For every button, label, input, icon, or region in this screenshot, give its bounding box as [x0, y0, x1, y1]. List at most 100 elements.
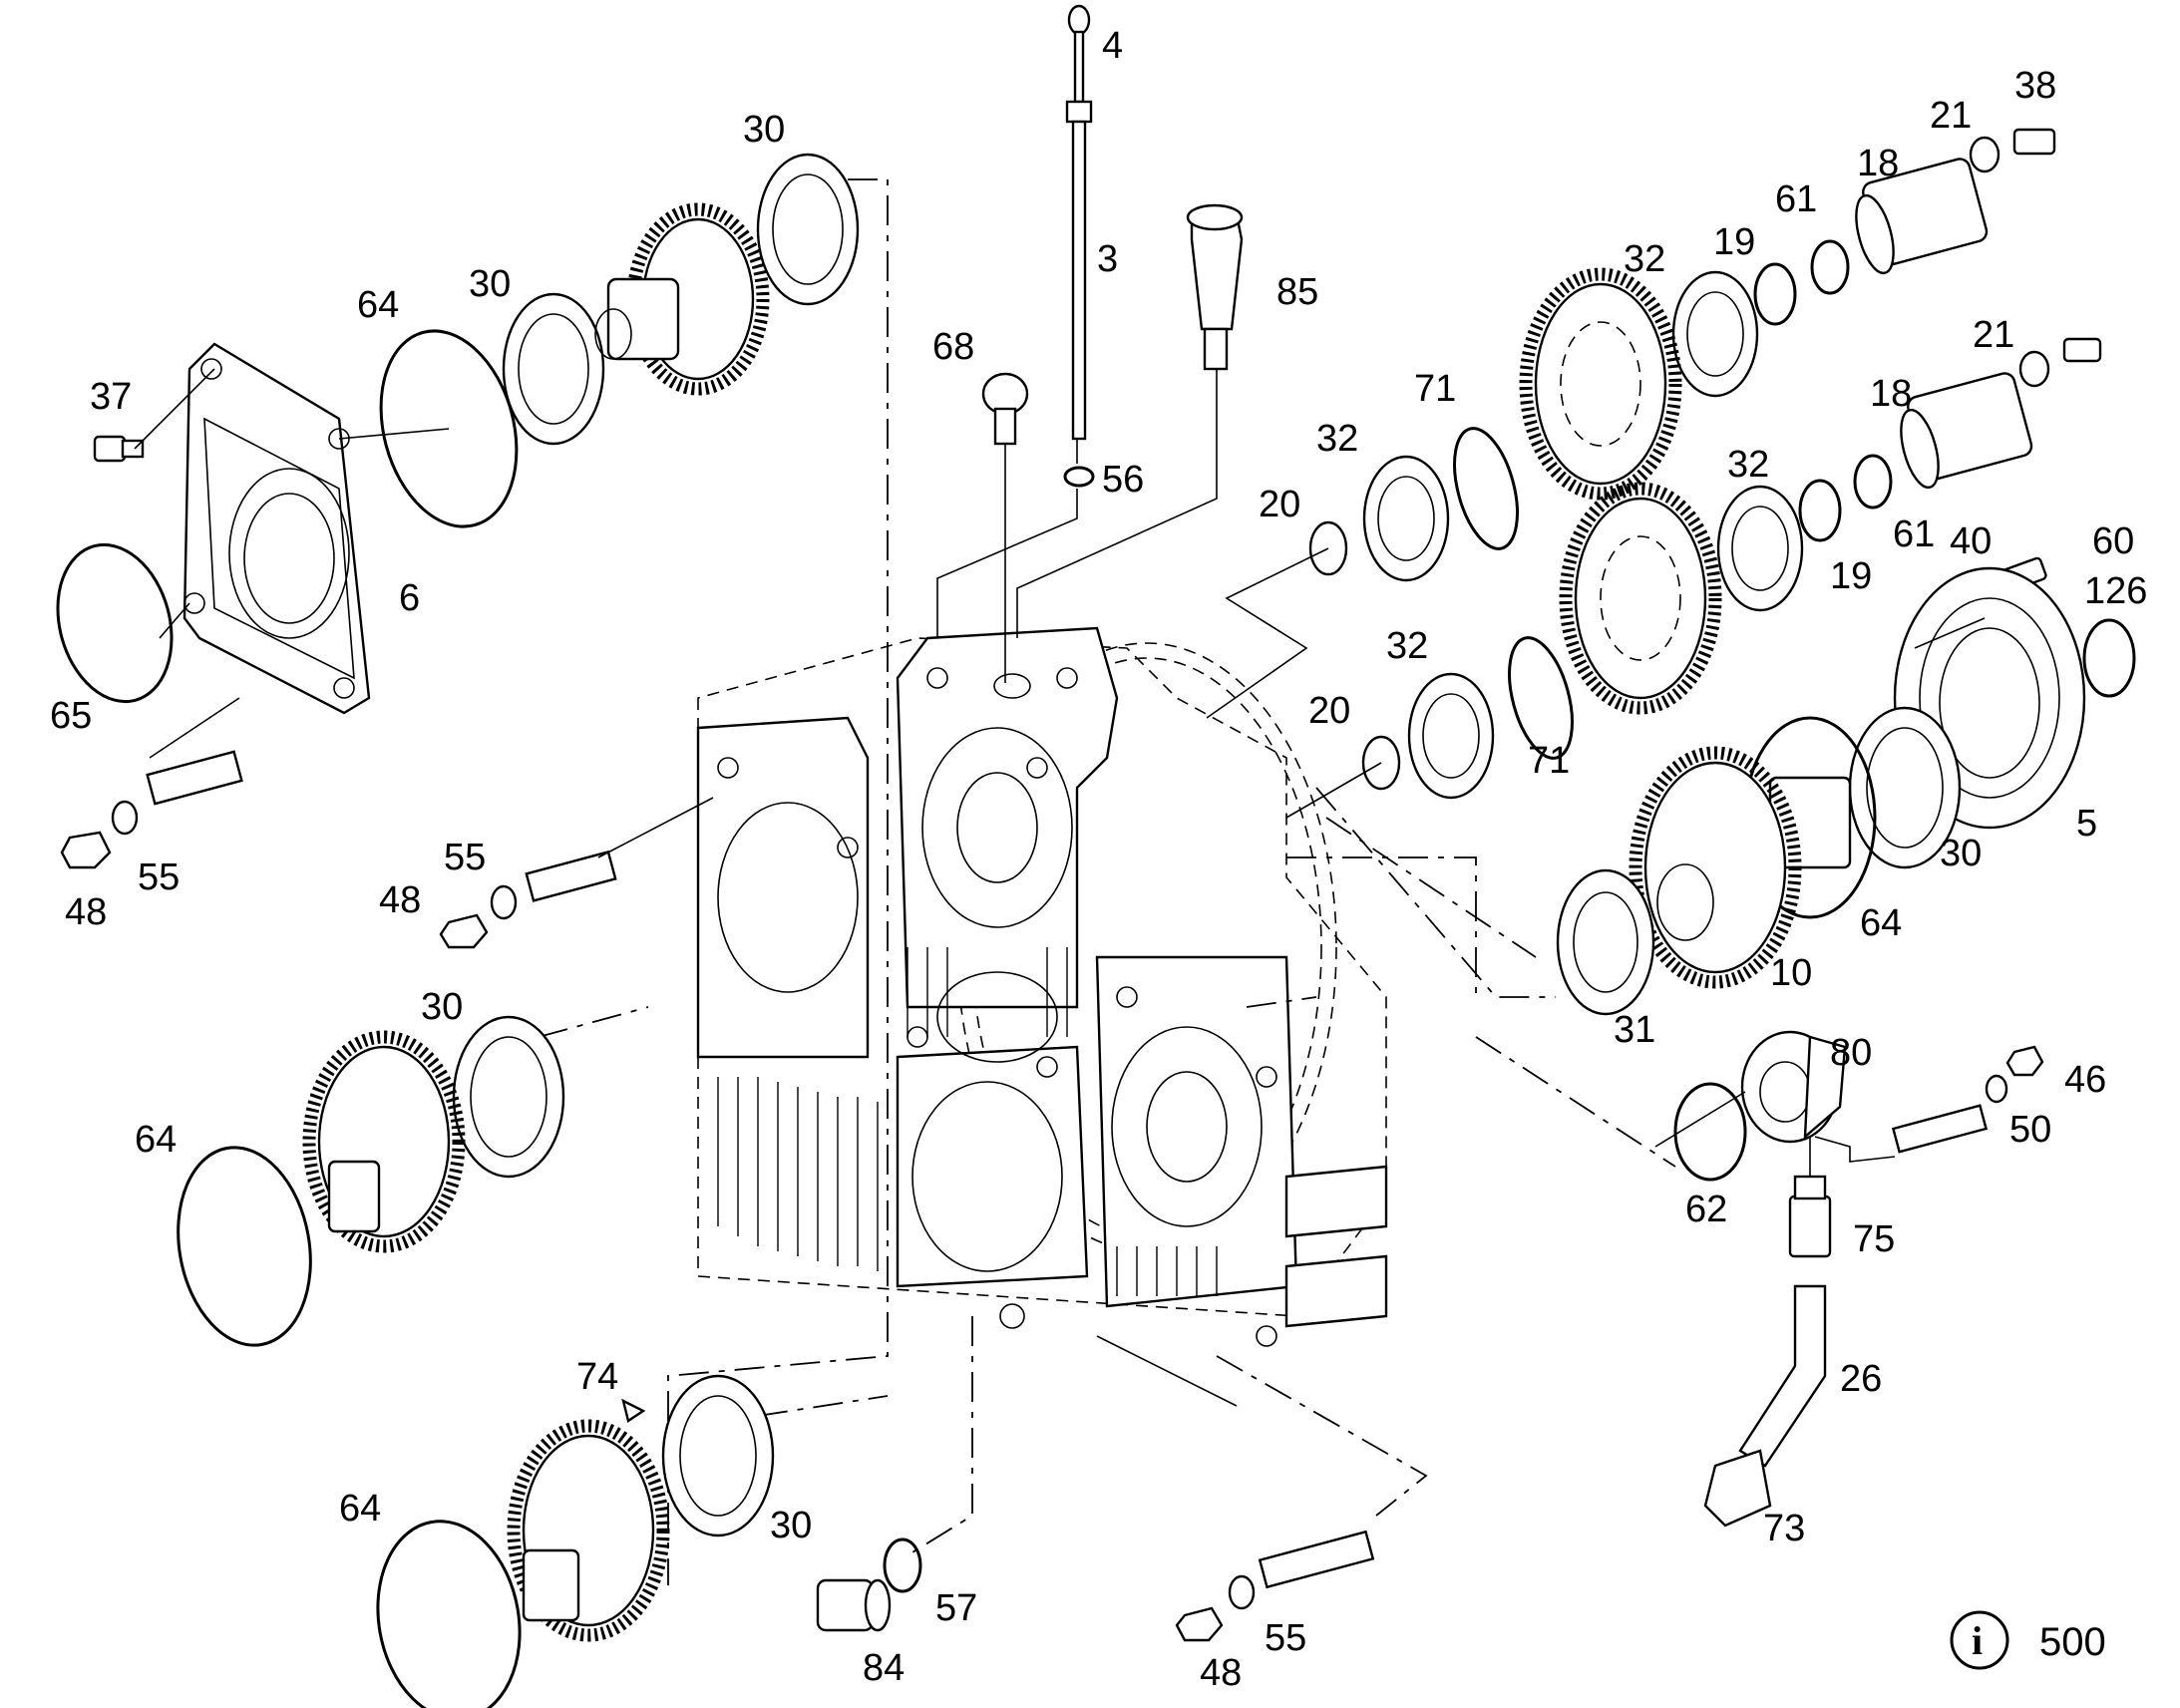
ring-19-top[interactable]	[1753, 262, 1797, 326]
callout-75: 75	[1853, 1218, 1895, 1260]
housing-80[interactable]	[1740, 1030, 1847, 1144]
bearing-cover-6[interactable]	[182, 342, 371, 715]
bearing-32-mid-right[interactable]	[1716, 485, 1804, 612]
callout-56: 56	[1102, 459, 1144, 501]
callout-48-bottom: 48	[1200, 1652, 1242, 1694]
bearing-32-top[interactable]	[1671, 270, 1759, 398]
stud-nut-48-55-bottom[interactable]	[1175, 1530, 1375, 1642]
ring-19-lower[interactable]	[1798, 479, 1842, 542]
piston-18-lower[interactable]	[1894, 371, 2033, 492]
callout-55-bottom: 55	[1265, 1617, 1306, 1659]
fitting-75[interactable]	[1788, 1175, 1832, 1258]
bearing-30-mid-left[interactable]	[452, 1015, 565, 1179]
callout-60: 60	[2092, 520, 2134, 562]
callout-19-lower: 19	[1830, 555, 1872, 597]
assembly-center-lines	[538, 178, 1676, 1585]
callout-31: 31	[1614, 1009, 1655, 1051]
info-icon-glyph: i	[1972, 1618, 1983, 1663]
callout-62: 62	[1685, 1189, 1727, 1230]
plug-38[interactable]	[2012, 128, 2056, 156]
callout-71-top: 71	[1414, 368, 1456, 410]
callout-19-top: 19	[1713, 221, 1755, 263]
washer-50[interactable]	[1985, 1074, 2008, 1104]
callout-26: 26	[1840, 1358, 1882, 1400]
bearing-32-upper-center[interactable]	[1362, 455, 1450, 582]
callout-68: 68	[932, 326, 974, 368]
callout-85: 85	[1276, 271, 1318, 313]
seal-ring-57[interactable]	[883, 1537, 922, 1593]
callout-40: 40	[1950, 520, 1992, 562]
o-ring-64-mid[interactable]	[164, 1137, 326, 1356]
callout-71-lower: 71	[1528, 740, 1570, 782]
ring-61-top[interactable]	[1810, 239, 1850, 295]
gearbox-housing	[696, 626, 1388, 1347]
info-reference[interactable]: i 500	[1950, 1610, 2106, 1670]
stud-nut-48-55-left[interactable]	[60, 750, 243, 869]
snap-ring-71-lower[interactable]	[1498, 631, 1584, 765]
bearing-31[interactable]	[1556, 868, 1655, 1016]
callout-3: 3	[1097, 238, 1118, 280]
gear-mid-right[interactable]	[1559, 482, 1722, 715]
callout-48-left: 48	[65, 891, 107, 933]
callout-64-right: 64	[1860, 902, 1902, 944]
info-reference-number: 500	[2039, 1620, 2106, 1664]
callout-37: 37	[90, 376, 132, 418]
key-74[interactable]	[621, 1398, 646, 1423]
callout-32-mid-right: 32	[1727, 444, 1769, 486]
washer-21-top[interactable]	[1969, 136, 2000, 173]
gear-shaft-top[interactable]	[594, 202, 770, 396]
callout-64-mid: 64	[135, 1119, 177, 1161]
callout-57: 57	[935, 1587, 977, 1629]
eye-bolt-68[interactable]	[981, 372, 1029, 446]
bearing-30-top-left[interactable]	[502, 292, 605, 446]
callout-30-top: 30	[743, 109, 785, 151]
callout-10: 10	[1770, 952, 1812, 994]
plug-21-lower[interactable]	[2018, 337, 2102, 388]
ring-62[interactable]	[1673, 1082, 1747, 1182]
callout-46: 46	[2064, 1059, 2106, 1101]
output-gear-10[interactable]	[1629, 746, 1852, 989]
callout-30-right: 30	[1940, 833, 1982, 874]
callout-labels: 4 3 85 68 56 30 30 64 37 6 65 55 48 55 4…	[50, 25, 2147, 1694]
stud-right[interactable]	[1891, 1104, 1989, 1154]
plug-84[interactable]	[816, 1578, 892, 1632]
snap-ring-71-top[interactable]	[1443, 422, 1529, 555]
callout-32-lower-center: 32	[1386, 625, 1428, 667]
seal-56[interactable]	[1063, 466, 1095, 488]
bearing-32-lower-center[interactable]	[1407, 672, 1495, 800]
nut-46[interactable]	[2005, 1045, 2044, 1077]
ring-61-lower[interactable]	[1853, 454, 1893, 510]
o-ring-64-bottom[interactable]	[363, 1510, 536, 1708]
callout-64-top: 64	[357, 284, 399, 326]
o-ring-65[interactable]	[41, 531, 188, 714]
callout-126: 126	[2084, 570, 2147, 612]
callout-30-bottom: 30	[770, 1505, 812, 1546]
callout-32-upper-center: 32	[1316, 418, 1358, 460]
dipstick-3-4[interactable]	[1065, 4, 1093, 441]
callout-61-top: 61	[1775, 178, 1817, 220]
pipe-26[interactable]	[1738, 1284, 1827, 1468]
bearing-30-bottom[interactable]	[661, 1374, 775, 1537]
stud-nut-48-55-mid[interactable]	[439, 850, 617, 949]
callout-64-bottom: 64	[339, 1488, 381, 1530]
callout-5: 5	[2076, 803, 2097, 845]
callout-20-lower: 20	[1308, 690, 1350, 732]
info-icon	[1950, 1610, 2009, 1670]
gear-bottom-left[interactable]	[507, 1419, 670, 1642]
seal-126[interactable]	[2082, 618, 2136, 698]
gear-upper-right[interactable]	[1519, 267, 1682, 501]
breather-85[interactable]	[1186, 203, 1244, 371]
callout-74: 74	[576, 1356, 618, 1398]
callout-6: 6	[399, 577, 420, 619]
callout-73: 73	[1763, 1508, 1805, 1549]
piston-18-top[interactable]	[1849, 157, 1989, 277]
callout-50: 50	[2009, 1109, 2051, 1151]
leader-lines	[134, 368, 1986, 1407]
callout-18-top: 18	[1857, 143, 1899, 184]
bearing-30-top[interactable]	[756, 153, 860, 306]
elbow-73[interactable]	[1703, 1449, 1772, 1528]
callout-21-top: 21	[1930, 95, 1972, 137]
gear-mid-left[interactable]	[302, 1030, 466, 1253]
callout-38: 38	[2014, 65, 2056, 107]
